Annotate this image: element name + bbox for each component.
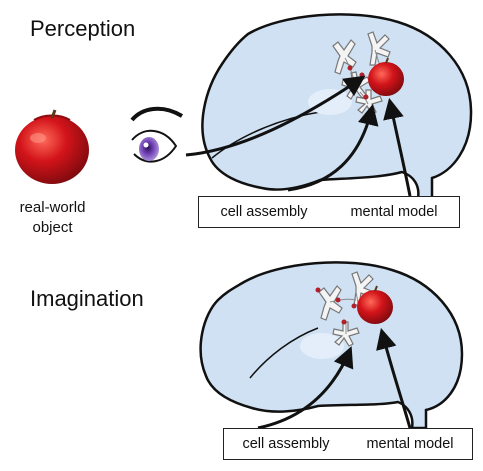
label-box-imagination: cell assembly mental model	[223, 428, 473, 460]
object-label-line1: real-world	[19, 199, 86, 216]
imagination-title: Imagination	[30, 286, 144, 311]
real-world-object-label: real-world object	[5, 198, 100, 238]
label-box-perception: cell assembly mental model	[198, 196, 460, 228]
perception-title: Perception	[30, 16, 136, 41]
arrow-cell-assembly-imagination	[257, 346, 354, 430]
cell-assembly-label: cell assembly	[242, 436, 330, 452]
arrow-cell-assembly-perception	[287, 103, 379, 192]
apple-icon-brain-perception	[368, 57, 404, 96]
arrow-mental-model-imagination	[376, 327, 412, 429]
brain-fold-perception	[211, 111, 321, 159]
brain-fold-imagination	[249, 327, 319, 379]
arrow-eye-to-brain	[185, 75, 366, 157]
object-label-line2: object	[32, 219, 73, 236]
synapses-imagination	[315, 287, 357, 325]
cell-assembly-label: cell assembly	[220, 204, 308, 220]
mental-model-label: mental model	[350, 204, 438, 220]
apple-icon	[15, 109, 89, 184]
brain-highlight-imagination	[300, 333, 344, 359]
arrow-mental-model-perception	[383, 97, 412, 197]
apple-icon-brain-imagination	[357, 285, 393, 324]
mental-model-label: mental model	[366, 436, 454, 452]
eye-icon	[130, 106, 184, 163]
brain-highlight-perception	[308, 89, 352, 115]
